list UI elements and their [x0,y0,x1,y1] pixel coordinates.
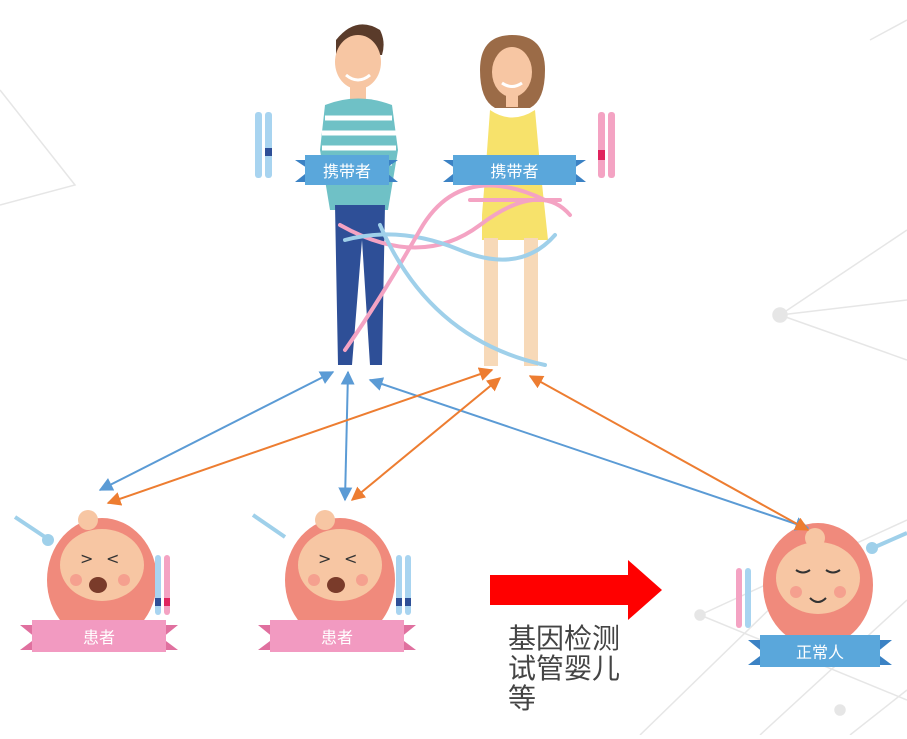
father-figure [320,24,398,365]
svg-text:>: > [80,549,93,568]
baby-left-chromosome-icon [155,555,170,615]
baby-right-ribbon [748,635,892,667]
arrow-father-to-mid [338,370,355,502]
father-chromosome-icon [255,112,272,178]
method-caption: 基因检测 试管婴儿 等 [508,624,648,714]
caption-line-1: 基因检测 [508,622,621,655]
baby-left-ribbon [20,620,178,652]
baby-mid-figure: > < [251,510,395,642]
arrow-father-to-right [368,377,810,531]
baby-left-figure: > < [13,510,157,642]
svg-text:<: < [344,549,357,568]
arrow-mother-to-left [106,367,494,506]
arrow-mother-to-right [528,375,810,531]
inheritance-arrows [98,367,810,531]
baby-right-figure [763,523,907,647]
baby-right-chromosome-icon [736,568,751,628]
arrow-mother-to-mid [350,377,502,501]
svg-text:<: < [106,549,119,568]
caption-line-3: 等 [508,682,537,715]
father-ribbon [295,155,398,185]
mother-ribbon [443,155,586,185]
baby-mid-chromosome-icon [396,555,411,615]
arrow-father-to-left [98,371,335,491]
svg-text:>: > [318,549,331,568]
caption-line-2: 试管婴儿 [508,652,621,685]
decorative-ribbons [338,183,572,367]
baby-mid-ribbon [258,620,416,652]
red-arrow-icon [490,560,662,620]
mother-chromosome-icon [598,112,615,178]
